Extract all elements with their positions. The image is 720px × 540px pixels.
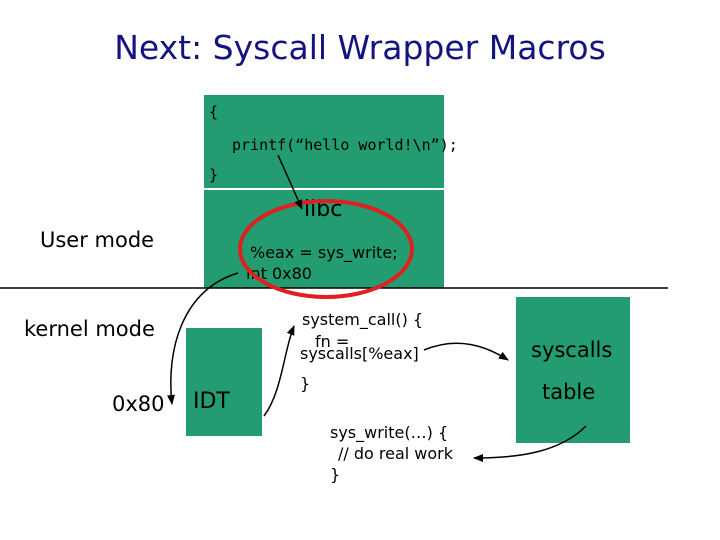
eax-assign-line: %eax = sys_write; [250, 243, 398, 262]
syscalls-table-label-line1: syscalls [531, 338, 613, 362]
syscalls-table-box [516, 297, 630, 443]
table-to-sys-write-arrow [473, 425, 587, 462]
sys-write-body: // do real work [338, 444, 454, 463]
code-close-brace: } [209, 166, 219, 184]
system-call-close: } [300, 374, 311, 393]
idt-box [186, 328, 262, 436]
kernel-mode-label: kernel mode [24, 317, 155, 341]
user-program-box [204, 95, 444, 188]
int-vector-label: 0x80 [112, 392, 165, 416]
int-to-idt-arrow [167, 272, 239, 405]
printf-line: printf(“hello world!\n”); [232, 136, 458, 154]
slide-title: Next: Syscall Wrapper Macros [114, 28, 606, 67]
libc-highlight-circle [238, 199, 414, 299]
user-mode-label: User mode [40, 228, 155, 252]
code-open-brace: { [209, 103, 219, 121]
idt-label: IDT [193, 389, 230, 414]
printf-to-libc-arrow [277, 154, 303, 210]
int-0x80-line: int 0x80 [246, 264, 312, 283]
syscalls-to-table-arrow [423, 342, 509, 361]
system-call-open: system_call() { [302, 310, 424, 329]
sys-write-close: } [330, 465, 341, 484]
sys-write-open: sys_write(…) { [330, 423, 449, 442]
syscalls-index: syscalls[%eax] [300, 344, 419, 363]
fn-assign: fn = [315, 332, 350, 351]
syscalls-table-label-line2: table [542, 380, 596, 404]
idt-to-system-call-arrow [263, 325, 295, 417]
